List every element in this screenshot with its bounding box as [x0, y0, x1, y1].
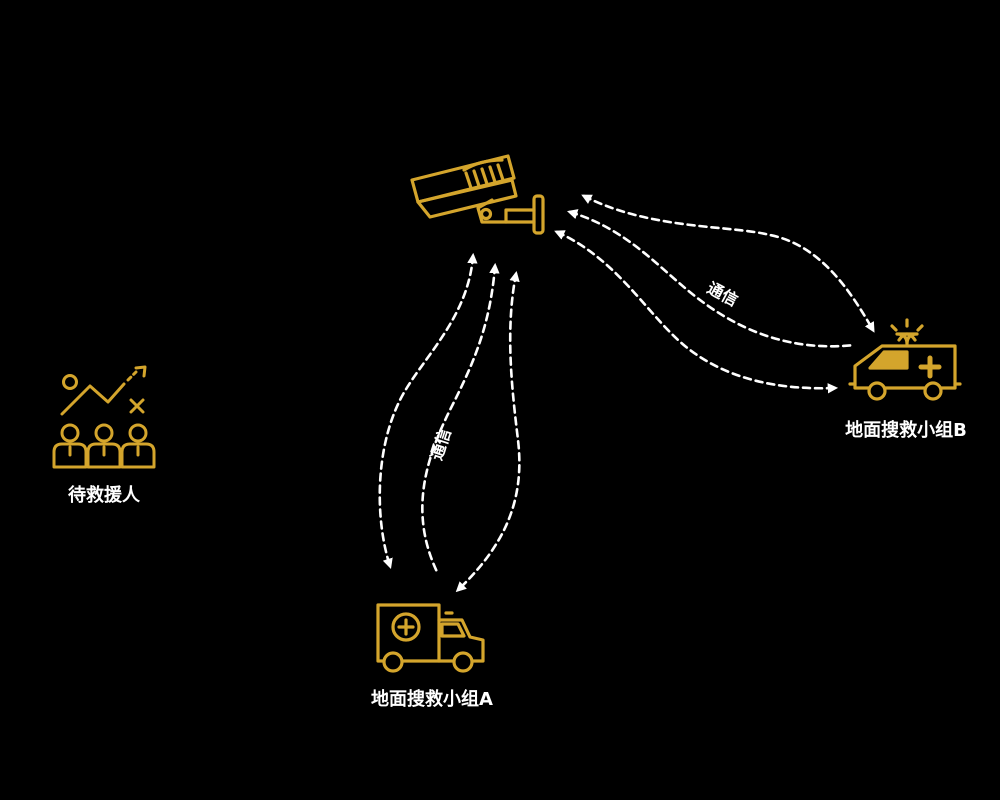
link-camera-team-b-inner [554, 230, 839, 394]
surveillance-camera-icon [410, 154, 545, 235]
node-label-people: 待救援人 [68, 484, 141, 506]
link-camera-team-a-right [455, 270, 521, 593]
people-group-icon [52, 365, 156, 469]
ambulance-truck-icon [376, 603, 485, 673]
comm-label-camera-team-a: 通信 [427, 426, 455, 462]
node-label-team-b: 地面搜救小组B [845, 419, 967, 441]
ambulance-van-icon [848, 318, 962, 401]
link-camera-team-a-left [378, 252, 478, 569]
node-label-team-a: 地面搜救小组A [371, 688, 493, 710]
link-camera-team-a-middle [421, 262, 500, 576]
link-camera-team-b-outer [581, 194, 875, 333]
comm-label-camera-team-b: 通信 [704, 278, 741, 310]
